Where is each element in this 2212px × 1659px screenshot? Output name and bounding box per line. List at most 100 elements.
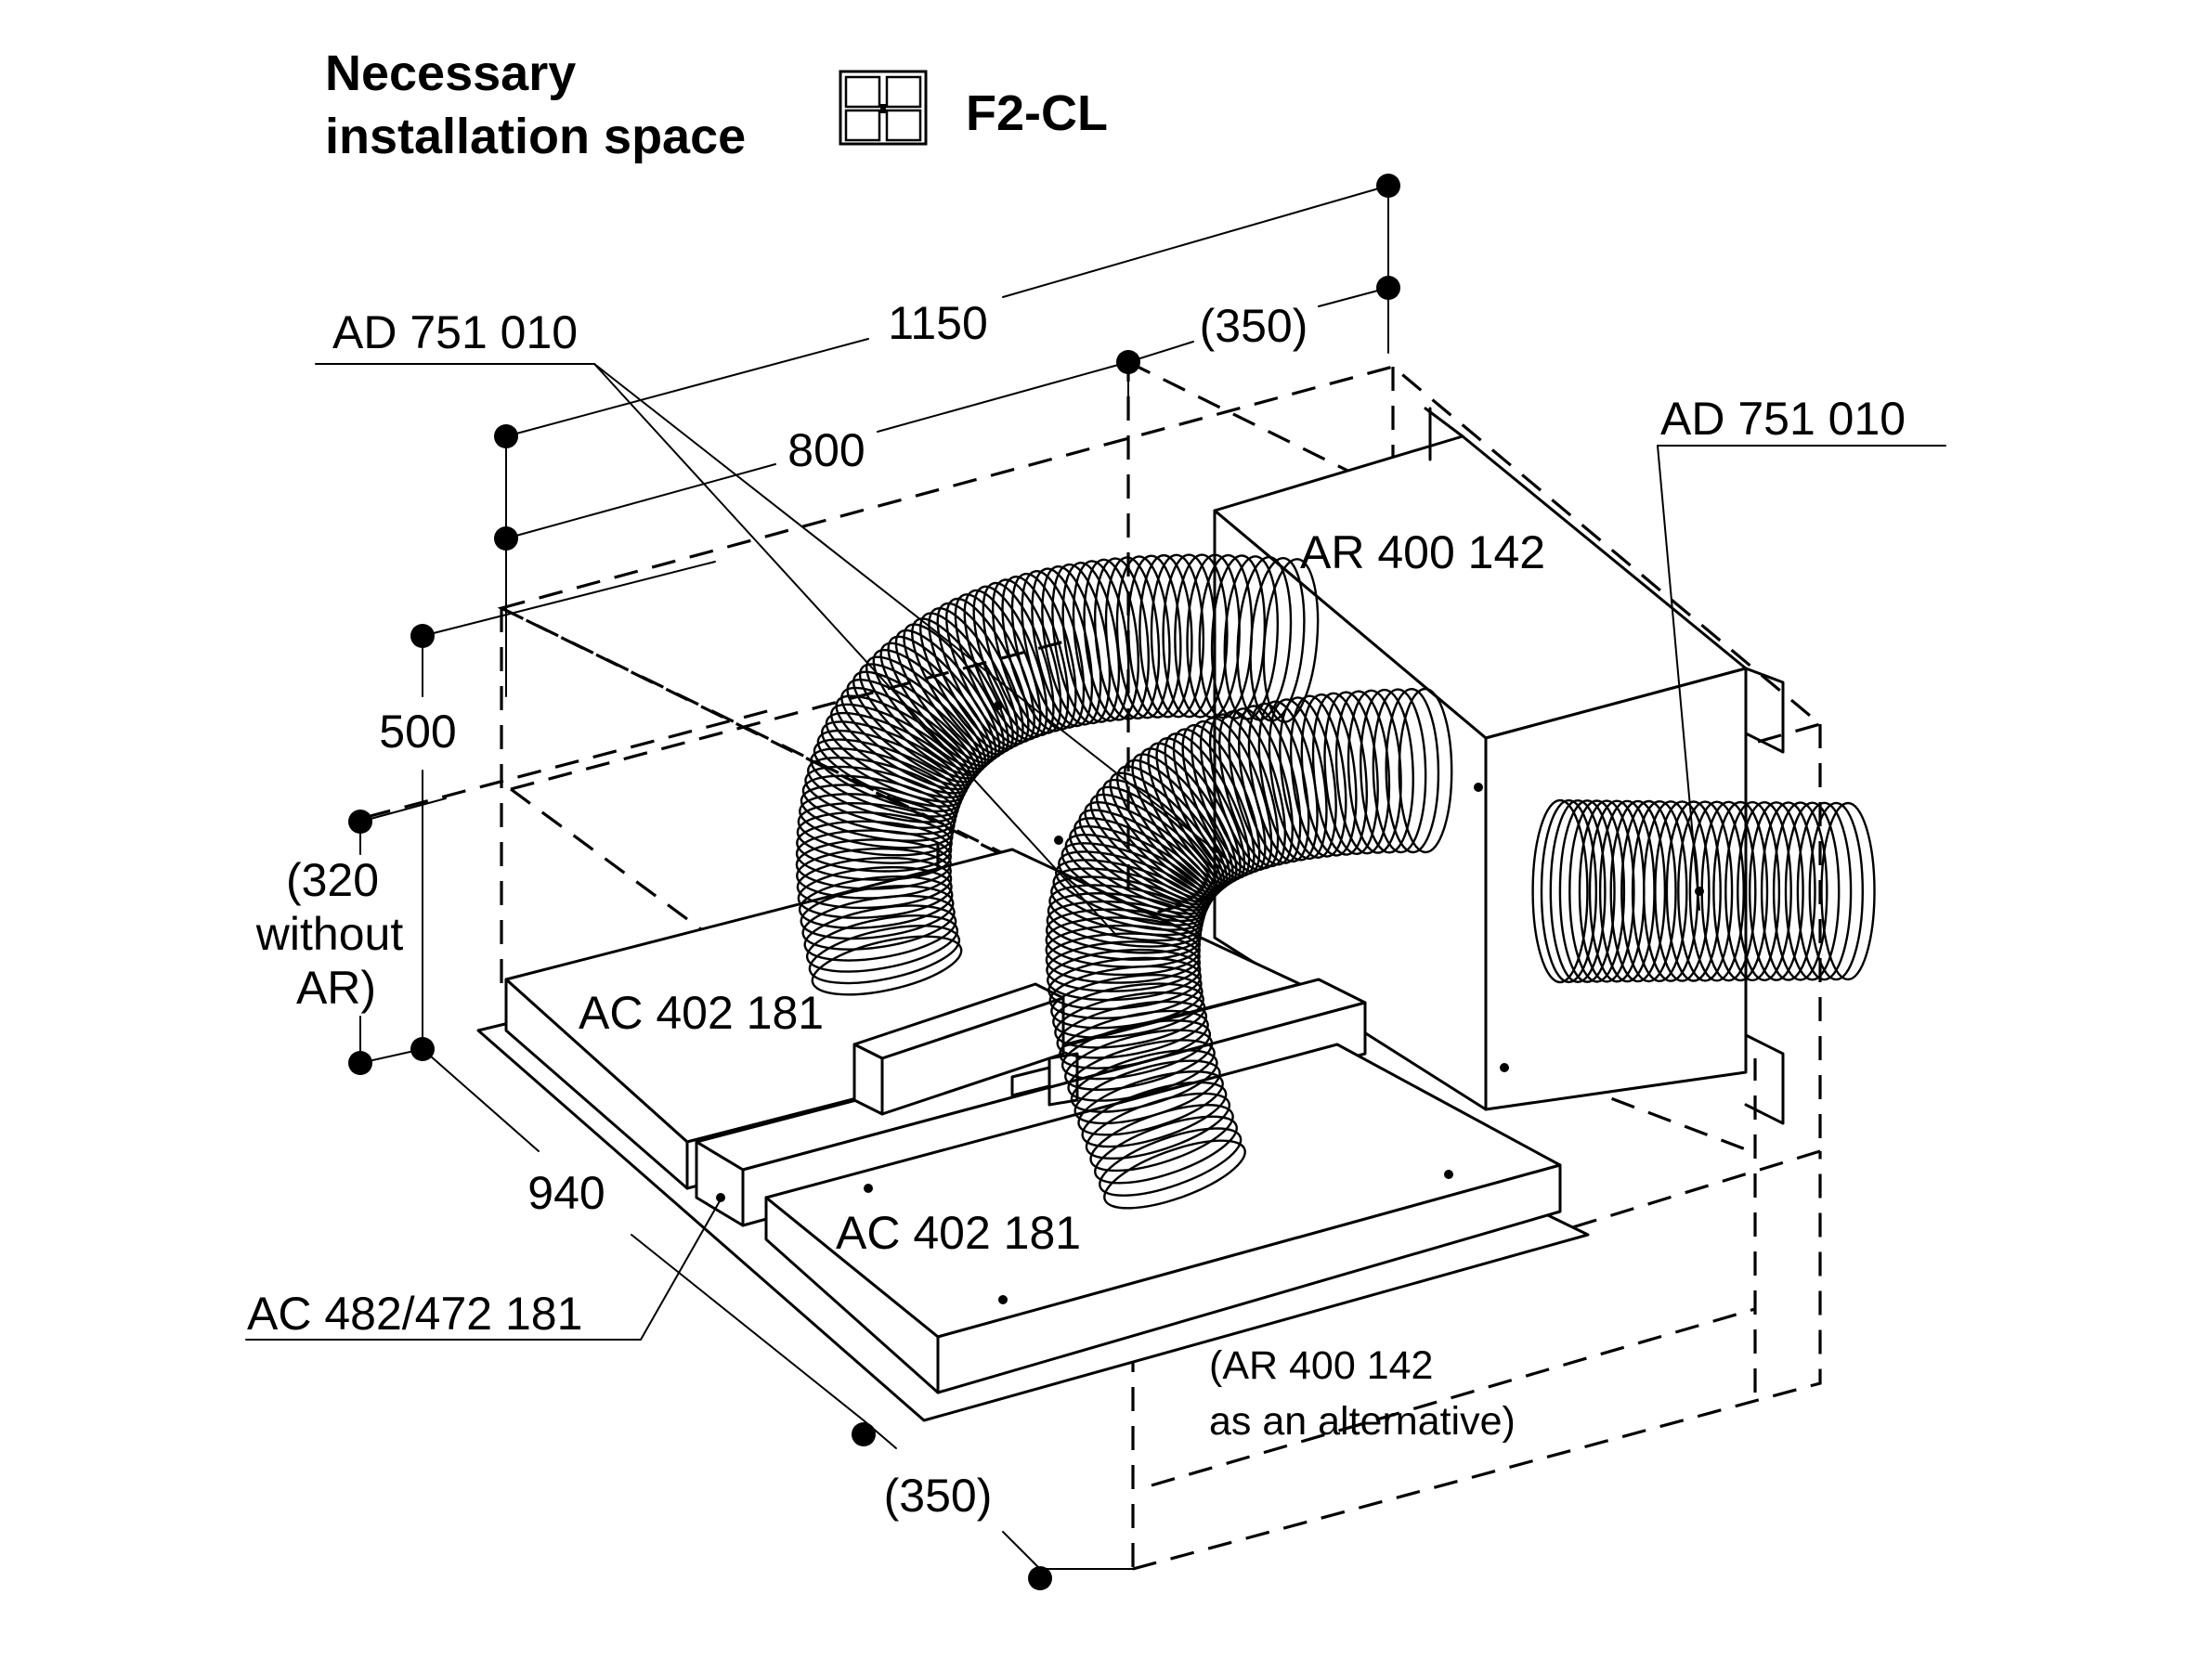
duct-rib (798, 875, 954, 929)
duct-rib (1737, 801, 1792, 982)
duct-rib (813, 738, 963, 813)
duct-rib (1208, 713, 1280, 870)
duct-rib (1052, 982, 1204, 1039)
duct-rib (1549, 799, 1607, 984)
duct-rib (1210, 554, 1267, 719)
duct-rib (1103, 1139, 1246, 1210)
part-module-left: AC 402 181 (579, 987, 824, 1039)
duct-rib (805, 914, 959, 973)
duct-rib (1568, 799, 1626, 983)
duct-rib (1360, 688, 1414, 854)
model-label: F2-CL (966, 85, 1108, 141)
duct-rib (1021, 569, 1086, 729)
duct-rib (919, 612, 1014, 753)
duct-rib (1372, 688, 1427, 854)
dim-width-extra: (350) (1200, 300, 1308, 352)
duct-rib (954, 593, 1035, 744)
duct-rib (1046, 940, 1201, 992)
dim-width-total: 1150 (888, 297, 988, 349)
dim-width-unit: 800 (787, 424, 865, 476)
duct-rib (1041, 564, 1102, 726)
duct-rib (1654, 800, 1711, 982)
duct-rib (1749, 801, 1804, 981)
duct-rib (1094, 1115, 1238, 1185)
part-duct-right: AD 751 010 (1660, 393, 1906, 445)
duct-rib (1257, 700, 1319, 862)
duct-rib (1045, 932, 1201, 984)
fan-unit-ar400142 (1213, 407, 1785, 1125)
duct-rib (1060, 1019, 1212, 1081)
duct-rib (1279, 696, 1337, 859)
duct-rib (1031, 567, 1094, 728)
duct-rib (800, 784, 956, 842)
duct-rib (1631, 800, 1688, 983)
duct-rib (796, 856, 953, 910)
module-front-ac402181 (764, 1043, 1562, 1394)
duct-rib (1162, 553, 1217, 719)
dim-depth-extra: (350) (884, 1470, 993, 1522)
duct-rib (1620, 799, 1677, 983)
duct-rib (1047, 956, 1203, 1011)
duct-rib (801, 894, 956, 951)
duct-rib (1061, 561, 1121, 723)
duct-rib (1126, 554, 1182, 719)
dim-height-alt-line1: (320 (286, 854, 379, 906)
duct-rib (1558, 799, 1616, 983)
duct-rib (808, 925, 961, 985)
duct-rib (1398, 687, 1453, 854)
duct-hose-left (795, 553, 1320, 996)
duct-rib (1199, 717, 1273, 872)
duct-rib (1218, 710, 1286, 868)
duct-rib (1347, 689, 1402, 854)
duct-rib (936, 602, 1024, 748)
duct-rib (982, 581, 1055, 736)
duct-rib (1609, 799, 1667, 983)
duct-rib (1289, 694, 1347, 858)
duct-rib (1099, 1127, 1243, 1197)
duct-rib (1796, 801, 1853, 981)
part-connector: AC 482/472 181 (247, 1288, 582, 1340)
duct-rib (1048, 884, 1204, 942)
duct-rib (796, 820, 953, 873)
duct-rib (1174, 553, 1229, 719)
duct-rib (1083, 558, 1139, 721)
duct-hose-right (1531, 798, 1876, 984)
duct-rib (797, 802, 954, 857)
title-line1: Necessary (325, 45, 576, 101)
duct-rib (816, 729, 965, 808)
duct-rib (810, 747, 961, 818)
duct-rib (1051, 563, 1112, 725)
duct-rib (945, 597, 1030, 745)
duct-rib (1540, 798, 1597, 984)
duct-rib (1085, 1092, 1231, 1160)
duct-rib (1077, 1070, 1224, 1136)
title-line2: installation space (325, 109, 746, 164)
duct-rib (1323, 691, 1379, 855)
duct-rib (1045, 924, 1201, 977)
duct-rib (1072, 560, 1130, 722)
duct-rib (799, 793, 955, 849)
duct-rib (1268, 698, 1328, 861)
duct-rib (1712, 800, 1769, 982)
part-module-front: AC 402 181 (836, 1207, 1081, 1259)
duct-rib (1385, 688, 1440, 854)
dim-height-alt-line2: without (255, 908, 404, 960)
duct-hose-front (1045, 687, 1453, 1210)
duct-rib (1760, 801, 1816, 981)
duct-rib (1064, 1029, 1214, 1091)
duct-rib (1772, 801, 1828, 981)
duct-rib (1334, 690, 1391, 855)
duct-rib (1059, 1009, 1209, 1069)
duct-rib (1139, 553, 1193, 719)
duct-rib (800, 885, 955, 940)
duct-rib (1724, 800, 1781, 982)
part-alternative-line2: as an alternative) (1209, 1399, 1516, 1444)
duct-rib (1247, 702, 1310, 863)
duct-rib (1578, 799, 1635, 983)
duct-rib (1150, 553, 1205, 719)
duct-rib (795, 829, 952, 881)
duct-rib (1677, 800, 1734, 982)
cooktop-zones-icon (839, 70, 928, 146)
duct-rib (1688, 800, 1745, 982)
